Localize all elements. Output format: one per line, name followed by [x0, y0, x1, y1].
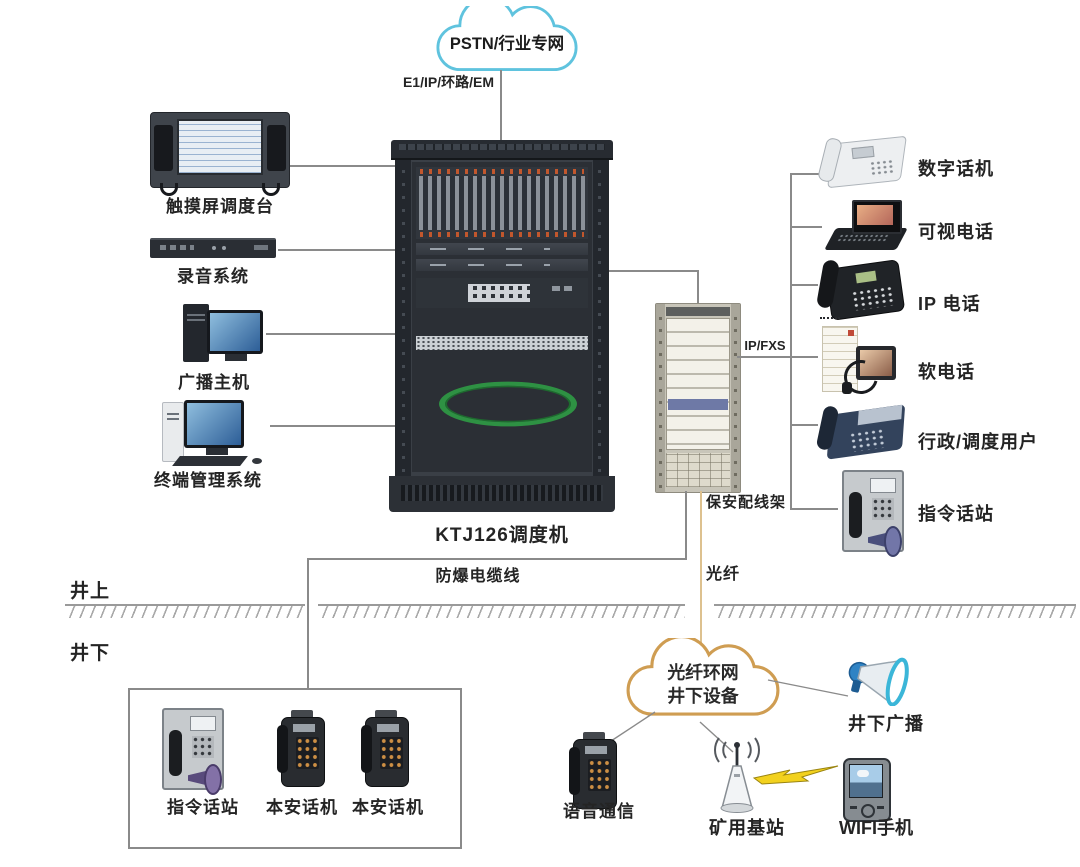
broadcast-host-icon	[183, 302, 273, 368]
cable-horizontal	[307, 558, 687, 560]
voice-phone-icon	[568, 732, 620, 812]
cable-box-drop	[307, 558, 309, 688]
voice-phone-label: 语音通信	[563, 802, 635, 821]
touchscreen-console-icon	[150, 112, 290, 196]
video-phone-label: 可视电话	[918, 222, 994, 242]
underground-label: 井下	[70, 643, 111, 664]
distribution-frame-label: 保安配线架	[705, 494, 786, 511]
connector-rack-frame-h	[609, 270, 697, 272]
ground-hatch-left	[65, 604, 305, 618]
broadcast-host-label: 广播主机	[178, 373, 250, 392]
soft-phone-icon	[818, 326, 898, 401]
recording-system-icon	[150, 238, 276, 258]
wifi-phone-label: WIFI手机	[839, 818, 913, 838]
video-phone-icon	[822, 198, 908, 254]
fiber-line	[700, 491, 703, 646]
stub-video	[790, 226, 822, 228]
soft-phone-label: 软电话	[918, 362, 975, 382]
broadcast-label: 井下广播	[848, 714, 924, 734]
command-station-label: 指令话站	[918, 504, 994, 524]
underground-command-station-icon	[158, 706, 224, 796]
cable-frame-drop	[685, 491, 687, 558]
ip-phone-label: IP 电话	[918, 294, 981, 314]
rack-control-unit	[416, 278, 588, 308]
pstn-cloud: PSTN/行业专网	[436, 6, 578, 72]
ipfxs-label: IP/FXS	[744, 338, 786, 353]
safe-phone-icon-2	[360, 710, 412, 790]
safe-phone-icon-1	[276, 710, 328, 790]
base-station-label: 矿用基站	[709, 818, 785, 838]
stub-digital	[790, 173, 820, 175]
fiber-ring-cloud-line1: 光纤环网	[666, 661, 738, 682]
terminal-management-icon	[158, 400, 268, 470]
stub-ip	[790, 284, 818, 286]
safe-phone-label-2: 本安话机	[352, 798, 424, 817]
digital-phone-label: 数字话机	[918, 159, 994, 179]
recording-system-label: 录音系统	[177, 267, 249, 286]
stub-admin	[790, 424, 818, 426]
touchscreen-console-label: 触摸屏调度台	[166, 197, 274, 216]
ground-hatch-mid	[318, 604, 685, 618]
pstn-cloud-label: PSTN/行业专网	[450, 34, 564, 53]
surface-label: 井上	[70, 581, 111, 602]
underground-command-station-label: 指令话站	[167, 798, 239, 817]
dispatch-rack-label: KTJ126调度机	[435, 525, 569, 546]
stub-command	[790, 508, 838, 510]
rack-cable-coil	[439, 381, 577, 427]
ground-hatch-right	[714, 604, 1076, 618]
connector-recorder-rack	[278, 249, 395, 251]
fiber-label: 光纤	[706, 566, 741, 583]
connector-terminal-rack	[270, 425, 395, 427]
digital-phone-icon	[816, 132, 908, 189]
base-station-icon	[714, 737, 760, 813]
stub-soft-ipfxs	[737, 356, 818, 358]
distribution-frame-icon	[655, 303, 741, 493]
connector-console-rack	[290, 165, 395, 167]
terminal-management-label: 终端管理系统	[154, 471, 262, 490]
safe-phone-label-1: 本安话机	[266, 798, 338, 817]
ip-phone-icon	[815, 256, 906, 321]
admin-dispatch-phone-icon	[815, 398, 908, 460]
connector-rack-frame-v	[697, 270, 699, 304]
explosion-proof-cable-label: 防爆电缆线	[435, 568, 521, 585]
fiber-ring-cloud: 光纤环网 井下设备	[626, 638, 780, 716]
right-bus	[790, 173, 792, 508]
trunk-line	[500, 70, 502, 140]
connector-broadcast-rack	[266, 333, 395, 335]
wifi-phone-icon	[843, 758, 891, 822]
command-station-icon	[838, 468, 904, 558]
trunk-label: E1/IP/环路/EM	[402, 74, 494, 90]
megaphone-icon	[848, 657, 909, 706]
rack-card-shelf	[416, 167, 588, 239]
admin-dispatch-label: 行政/调度用户	[918, 432, 1039, 452]
dispatch-rack-icon	[389, 140, 615, 512]
rack-vent-panel	[416, 336, 588, 350]
fiber-ring-cloud-line2: 井下设备	[667, 685, 739, 706]
